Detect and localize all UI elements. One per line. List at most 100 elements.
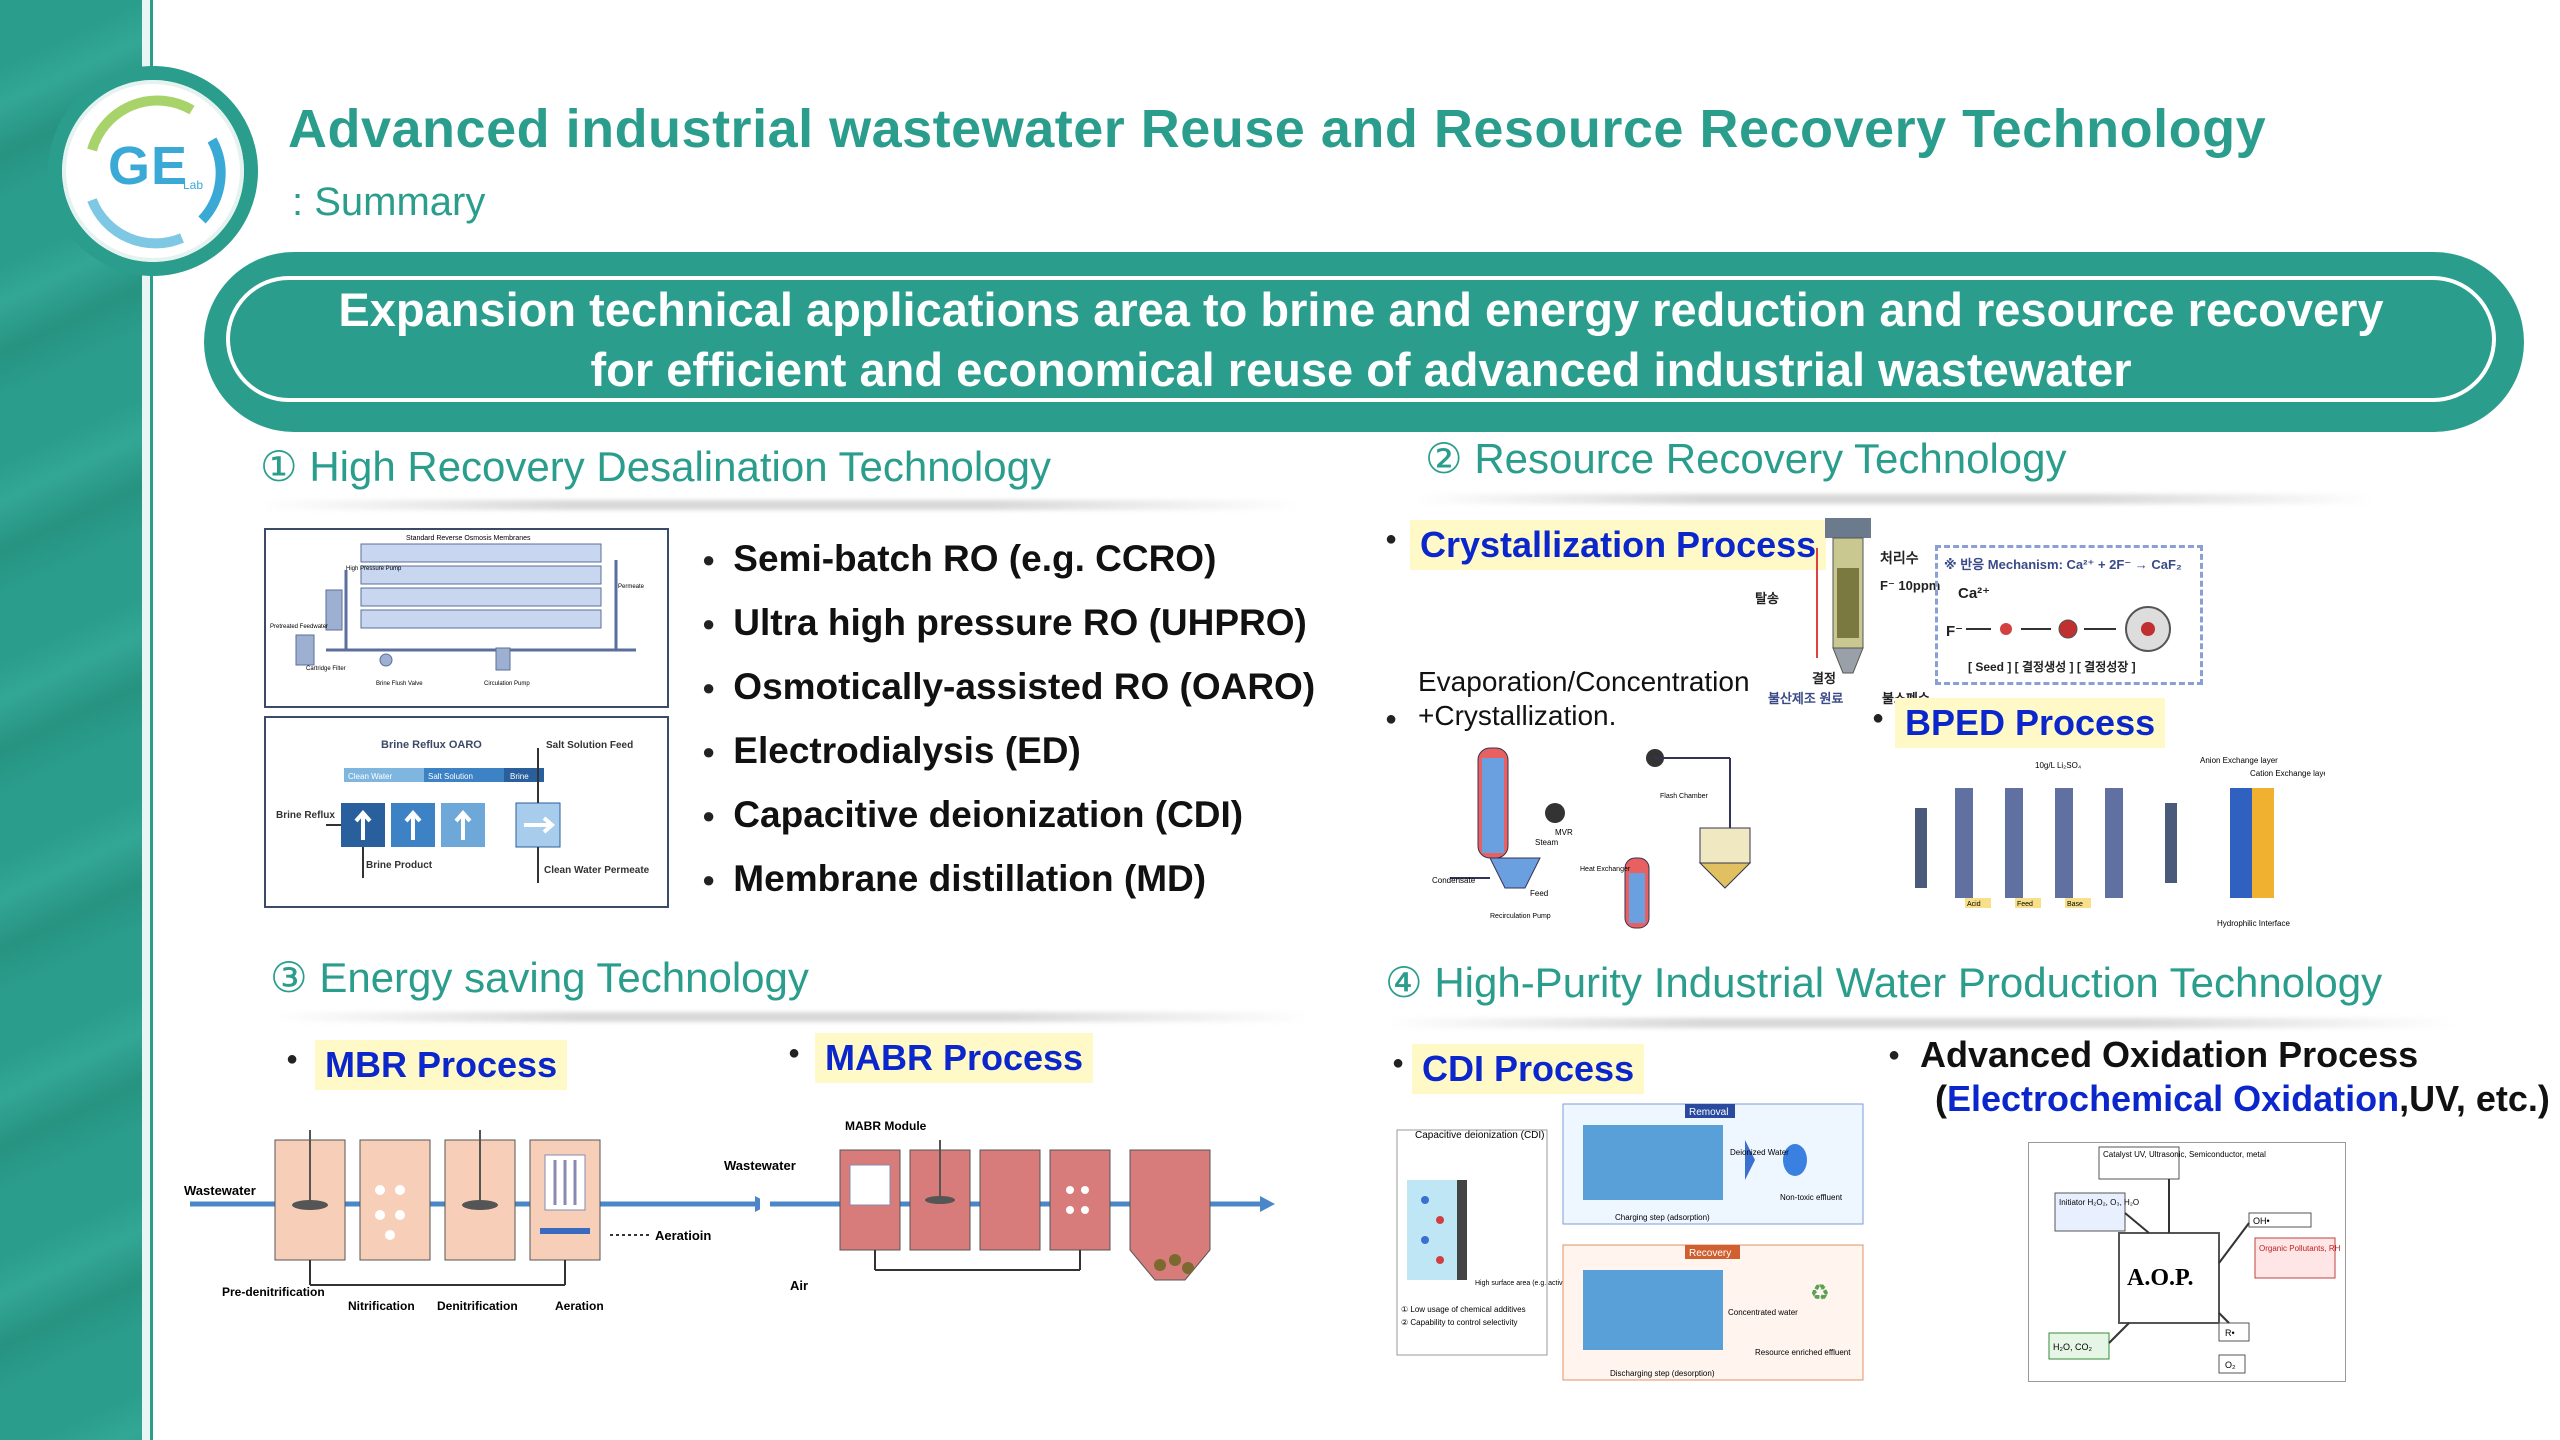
evap-steam: Steam: [1535, 838, 1558, 847]
evap-flash: Flash Chamber: [1660, 793, 1709, 800]
bullet-dot: ●: [1385, 528, 1398, 550]
sidebar-divider-edge: [150, 0, 153, 1440]
aop-electrochem: Electrochemical Oxidation: [1947, 1078, 2400, 1119]
ro-cartridge: Cartridge Filter: [306, 666, 346, 672]
oaro-brine-product: Brine Product: [366, 860, 433, 871]
mabr-diagram: MABR Module Wastewater Air: [724, 1119, 1275, 1293]
aop-subtitle: (Electrochemical Oxidation,UV, etc.): [1935, 1078, 2550, 1120]
mechanism-text: ※ 반응 Mechanism: Ca²⁺ + 2F⁻ → CaF₂: [1944, 557, 2182, 572]
bullet-dot: ●: [1888, 1044, 1901, 1066]
bped-label: BPED Process: [1895, 698, 2166, 748]
crystal-growth-drawing: [1966, 606, 2171, 652]
evap-feed: Feed: [1530, 889, 1548, 898]
mbr-wastewater: Wastewater: [184, 1183, 256, 1198]
recycle-icon: ♻: [1810, 1280, 1830, 1305]
list-item: Semi-batch RO (e.g. CCRO): [702, 538, 1315, 602]
bped-hydro: Hydrophilic Interface: [2217, 919, 2290, 928]
list-item: Membrane distillation (MD): [702, 858, 1315, 922]
bullet-dot: ●: [1872, 707, 1885, 729]
aop-o2: O₂: [2225, 1360, 2236, 1370]
summary-banner-border: [226, 276, 2496, 402]
cdi-capability: ② Capability to control selectivity: [1401, 1318, 1518, 1327]
cdi-charging: Charging step (adsorption): [1615, 1213, 1710, 1222]
mbr-label: MBR Process: [315, 1040, 568, 1090]
bullet-dot: ●: [788, 1042, 801, 1064]
cdi-recovery: Recovery: [1689, 1248, 1731, 1259]
list-item: Ultra high pressure RO (UHPRO): [702, 602, 1315, 666]
mechanism-box: ※ 반응 Mechanism: Ca²⁺ + 2F⁻ → CaF₂ Ca²⁺ F…: [1935, 545, 2203, 685]
cdi-title: Capacitive deionization (CDI): [1415, 1130, 1545, 1141]
cdi-diagram: Capacitive deionization (CDI) High surfa…: [1395, 1100, 1875, 1390]
mabr-label: MABR Process: [815, 1033, 1094, 1083]
treated-water-label: 처리수: [1880, 550, 1919, 566]
aop-r: R•: [2225, 1328, 2235, 1338]
mbr-nitrif: Nitrification: [348, 1299, 415, 1313]
ro-pretreated: Pretreated Feedwater: [270, 624, 328, 630]
bped-acid: Acid: [1967, 901, 1981, 908]
mbr-predenit: Pre-denitrification: [222, 1285, 325, 1299]
ro-permeate: Permeate: [618, 584, 645, 590]
cdi-label: CDI Process: [1412, 1044, 1645, 1094]
section-2-title: ② Resource Recovery Technology: [1425, 435, 2067, 482]
mabr-module: MABR Module: [845, 1119, 927, 1133]
aop-h2o: H₂O, CO₂: [2053, 1342, 2092, 1352]
cdi-removal: Removal: [1689, 1107, 1728, 1118]
cdi-nontoxic: Non-toxic effluent: [1780, 1193, 1843, 1202]
page-subtitle: : Summary: [292, 180, 486, 224]
cdi-low-usage: ① Low usage of chemical additives: [1401, 1305, 1526, 1314]
cdi-enriched: Resource enriched effluent: [1755, 1348, 1851, 1357]
bullet-dot: ●: [1392, 1052, 1405, 1074]
oaro-diagram-drawing: Brine Reflux OARO Clean Water Salt Solut…: [276, 739, 650, 883]
mbr-aeration: Aeration: [555, 1299, 604, 1313]
section-2-underline: [1415, 494, 2375, 504]
evap-recirc: Recirculation Pump: [1490, 913, 1551, 920]
summary-banner: [204, 252, 2524, 432]
aop-center: A.O.P.: [2127, 1265, 2193, 1291]
oaro-brine-reflux: Brine Reflux: [276, 810, 335, 821]
f-ion: F⁻: [1946, 623, 1964, 640]
mbr-aeration-in: Aeratioin: [655, 1228, 711, 1243]
cdi-concentrated: Concentrated water: [1728, 1308, 1798, 1317]
cdi-diagram-drawing: Capacitive deionization (CDI) High surfa…: [1396, 1103, 1864, 1381]
aop-rest: ,UV, etc.): [2399, 1078, 2550, 1119]
bullet-dot: ●: [286, 1048, 299, 1070]
cdi-discharging: Discharging step (desorption): [1610, 1369, 1715, 1378]
ca-ion: Ca²⁺: [1958, 585, 1991, 602]
cdi-surface: High surface area (e.g. activated carbon…: [1475, 1280, 1602, 1287]
crystallization-reactor: [1816, 518, 1871, 674]
list-item: Capacitive deionization (CDI): [702, 794, 1315, 858]
oaro-clean: Clean Water: [348, 772, 393, 781]
bped-cation: Cation Exchange layer: [2250, 769, 2325, 778]
aop-bullet-label: Advanced Oxidation Process: [1920, 1034, 2419, 1075]
ro-circ-pump: Circulation Pump: [484, 681, 530, 687]
evap-heat-ex: Heat Exchanger: [1580, 866, 1631, 873]
oaro-clean-permeate: Clean Water Permeate: [544, 865, 650, 876]
oaro-salt: Salt Solution: [428, 772, 473, 781]
evap-condensate: Condensate: [1432, 876, 1476, 885]
section-3-title: ③ Energy saving Technology: [270, 954, 809, 1001]
ro-hp-pump: High Pressure Pump: [346, 566, 402, 572]
crystallization-label: Crystallization Process: [1410, 520, 1827, 570]
aop-catalyst: Catalyst UV, Ultrasonic, Semiconductor, …: [2103, 1150, 2266, 1159]
section-3-underline: [270, 1012, 1310, 1022]
aop-paren: (: [1935, 1078, 1947, 1119]
bped-feed: Feed: [2017, 901, 2033, 908]
raw-material-label: 불산제조 원료: [1768, 691, 1844, 706]
bped-diagram: 10g/L Li₂SO₄ Anion Exchange layer Cation…: [1915, 756, 2325, 928]
ro-brine-flush: Brine Flush Valve: [376, 681, 423, 687]
summary-banner-text: Expansion technical applications area to…: [226, 280, 2496, 400]
evaporation-diagram: MVR Steam Condensate Feed Recirculation …: [1432, 747, 1752, 929]
mbr-denit: Denitrification: [437, 1299, 518, 1313]
f-10ppm-label: F⁻ 10ppm: [1880, 578, 1941, 593]
ro-header: Standard Reverse Osmosis Membranes: [406, 535, 531, 542]
list-item: Electrodialysis (ED): [702, 730, 1315, 794]
logo: [62, 80, 244, 262]
aop-oh: OH•: [2253, 1216, 2270, 1226]
aop-diagram: Catalyst UV, Ultrasonic, Semiconductor, …: [2028, 1142, 2346, 1382]
banner-line-2: for efficient and economical reuse of ad…: [590, 343, 2132, 396]
mabr-wastewater: Wastewater: [724, 1158, 796, 1173]
section-1-title: ① High Recovery Desalination Technology: [260, 443, 1051, 490]
bped-base: Base: [2067, 901, 2083, 908]
sidebar-divider: [142, 0, 150, 1440]
page-title: Advanced industrial wastewater Reuse and…: [288, 99, 2267, 159]
